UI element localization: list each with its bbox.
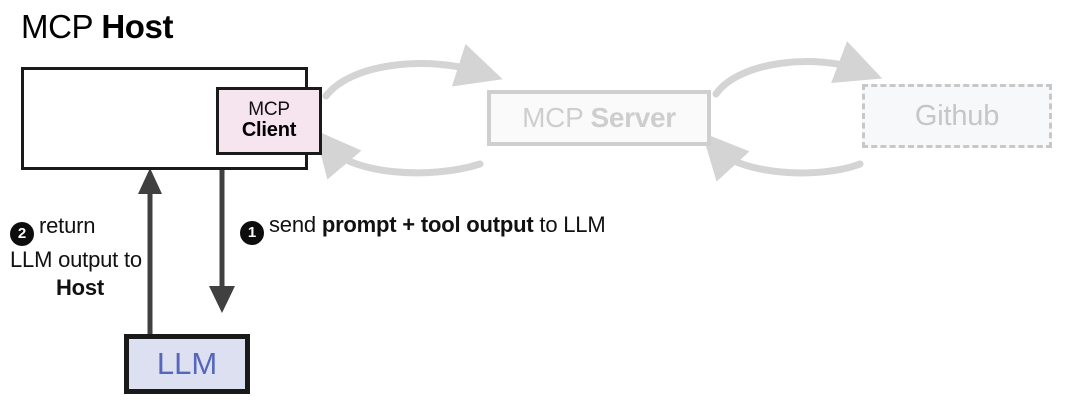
step-1-text-post: to LLM [533,212,606,237]
mcp-server-box[interactable]: MCP Server [487,90,711,146]
step-1-text-pre: send [269,212,322,237]
github-label: Github [914,99,1000,132]
mcp-client-box[interactable]: MCP Client [216,87,322,155]
host-title-bold: Host [101,8,174,45]
step-2-line3: Host [55,275,105,301]
step-1-badge: 1 [240,221,264,245]
step-1-text-bold: prompt + tool output [321,212,534,237]
llm-box[interactable]: LLM [124,334,250,394]
arrow-llm-to-host [138,168,162,334]
mcp-server-label-bold: Server [590,102,676,133]
mcp-server-label-thin: MCP [522,102,591,133]
llm-label: LLM [156,346,218,381]
curved-arrow-server-to-client [314,129,484,180]
page-title: MCP Host [21,8,173,46]
curved-arrow-github-to-server [701,132,864,182]
step-2-line2: LLM output to [10,247,142,272]
step-2-badge: 2 [10,222,34,246]
github-box[interactable]: Github [862,84,1052,148]
mcp-client-line1: MCP [248,98,290,120]
mcp-server-label: MCP Server [522,102,676,134]
arrow-host-to-llm [209,170,235,313]
host-title-prefix: MCP [21,8,102,45]
step-2-line1: return [39,213,96,238]
curved-arrow-server-to-github [712,41,883,98]
mcp-client-line2: Client [241,119,297,142]
curved-arrow-client-to-server [322,43,503,100]
